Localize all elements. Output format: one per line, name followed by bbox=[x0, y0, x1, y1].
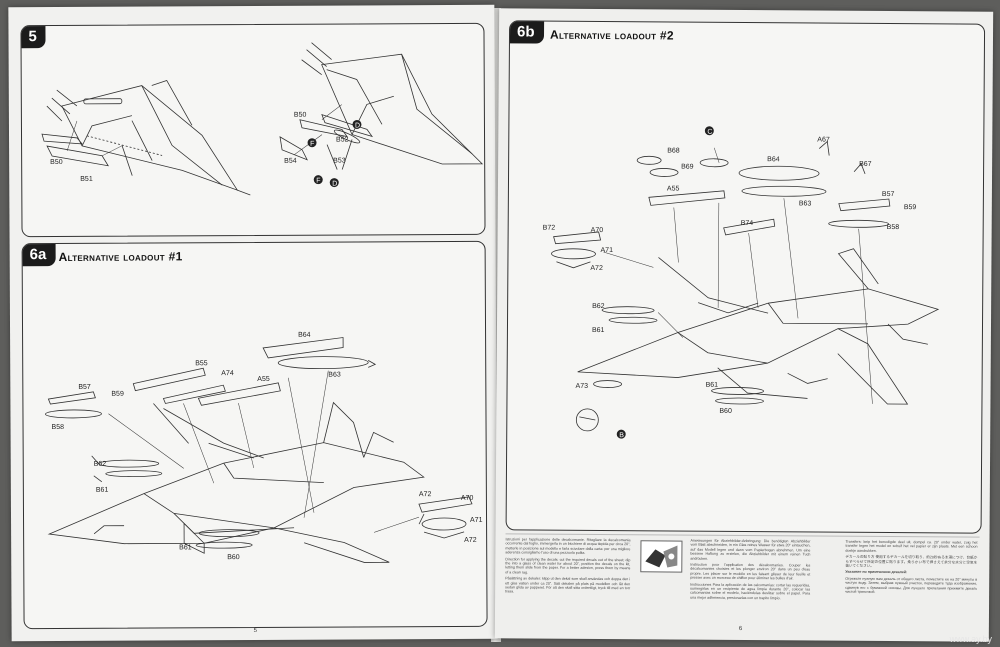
part-label: B58 bbox=[887, 224, 900, 231]
instructions-french: Instruction pour l'application des décal… bbox=[690, 562, 811, 581]
part-label: B57 bbox=[882, 191, 895, 198]
part-label: B52 bbox=[336, 136, 349, 143]
instructions-column-2: Anweisungen für Abziehbilder-Anbringung:… bbox=[650, 538, 810, 602]
part-label: A55 bbox=[257, 376, 270, 383]
watermark: www.ay.by bbox=[949, 634, 992, 644]
part-label: A55 bbox=[667, 185, 680, 192]
part-label: B58 bbox=[52, 424, 65, 431]
part-label: B68 bbox=[667, 147, 680, 154]
part-label: A71 bbox=[470, 517, 483, 524]
part-label: A71 bbox=[600, 247, 613, 254]
instructions-japanese: デカールの貼り方 使用するデカールを切り取り、約20秒ぬるま湯につけ、台紙からす… bbox=[845, 554, 978, 568]
part-label: A73 bbox=[576, 383, 589, 390]
part-label: B61 bbox=[592, 327, 605, 334]
decal-instructions: Istruzioni per l'applicazione delle deca… bbox=[504, 533, 980, 630]
part-label: B64 bbox=[298, 332, 311, 339]
instructions-russian: Отрежьте нужную вам декаль от общего лис… bbox=[845, 576, 978, 594]
part-label: B51 bbox=[80, 176, 93, 183]
left-page: 5 bbox=[8, 4, 498, 642]
part-label: B53 bbox=[333, 158, 346, 165]
part-label: B61 bbox=[96, 487, 109, 494]
part-label: B62 bbox=[94, 461, 107, 468]
part-label: A72 bbox=[464, 537, 477, 544]
page-number: 6 bbox=[738, 625, 743, 632]
step-6a-panel: 6a Alternative loadout #1 bbox=[21, 240, 488, 630]
part-label: B57 bbox=[78, 384, 91, 391]
svg-text:F: F bbox=[310, 141, 314, 148]
part-label: C bbox=[707, 129, 712, 136]
part-label: B74 bbox=[741, 220, 754, 227]
instructions-dutch: Transfers: knip het benodigde deel uit, … bbox=[845, 539, 978, 553]
part-label: B bbox=[619, 432, 624, 439]
step-6b-panel: 6b Alternative loadout #2 bbox=[505, 20, 986, 534]
part-label: A70 bbox=[461, 495, 474, 502]
svg-text:D: D bbox=[332, 181, 337, 188]
page-number: 5 bbox=[253, 627, 257, 635]
part-label: A72 bbox=[419, 491, 432, 498]
part-label: B55 bbox=[195, 360, 208, 367]
instructions-russian-title: Указание по применению декалей: bbox=[845, 570, 908, 575]
step-6a-drawing: B64 B63 A55 B55 A74 B57 B59 B58 B62 B61 … bbox=[45, 332, 483, 563]
part-label: A74 bbox=[221, 370, 234, 377]
instructions-german: Anweisungen für Abziehbilder-Anbringung:… bbox=[690, 538, 811, 561]
part-label: A67 bbox=[817, 137, 830, 144]
part-label: B60 bbox=[719, 408, 732, 415]
part-label: B64 bbox=[767, 156, 780, 163]
part-label: B61 bbox=[179, 544, 192, 551]
step-6b-drawing: C B B68 B69 A67 B64 B67 A55 B63 B57 B59 … bbox=[543, 126, 940, 439]
part-label: B59 bbox=[904, 204, 917, 211]
instructions-column-3: Transfers: knip het benodigde deel uit, … bbox=[845, 540, 977, 597]
part-label: B62 bbox=[592, 303, 605, 310]
instructions-swedish: Påsättning av dekaler: klipp ut den deka… bbox=[505, 576, 631, 594]
part-label: B67 bbox=[859, 161, 872, 168]
svg-text:D: D bbox=[355, 122, 360, 129]
part-label: B63 bbox=[328, 372, 341, 379]
part-label: B59 bbox=[111, 391, 124, 398]
part-label: B63 bbox=[799, 200, 812, 207]
part-label: B72 bbox=[543, 225, 556, 232]
decal-application-icon bbox=[640, 540, 683, 573]
part-label: B54 bbox=[284, 158, 297, 165]
svg-text:F: F bbox=[316, 178, 320, 185]
instructions-column-1: Istruzioni per l'applicazione delle deca… bbox=[505, 537, 630, 597]
step-5-panel: 5 bbox=[20, 22, 486, 238]
part-label: B50 bbox=[50, 159, 63, 166]
instructions-italian: Istruzioni per l'applicazione delle deca… bbox=[505, 537, 631, 556]
part-label: B69 bbox=[681, 164, 694, 171]
instructions-spanish: Instrucciones Para la aplicación de las … bbox=[690, 582, 811, 601]
part-label: B60 bbox=[227, 554, 240, 561]
right-page: 6b Alternative loadout #2 bbox=[494, 8, 994, 642]
part-label: A70 bbox=[591, 227, 604, 234]
step-5-drawing: F D F D B50 B51 B50 B52 B53 B54 bbox=[41, 42, 484, 196]
instructions-english: Direction for applying the decals: cut t… bbox=[505, 556, 631, 575]
part-label: B50 bbox=[294, 112, 307, 119]
part-label: A72 bbox=[590, 265, 603, 272]
part-label: B61 bbox=[706, 382, 719, 389]
